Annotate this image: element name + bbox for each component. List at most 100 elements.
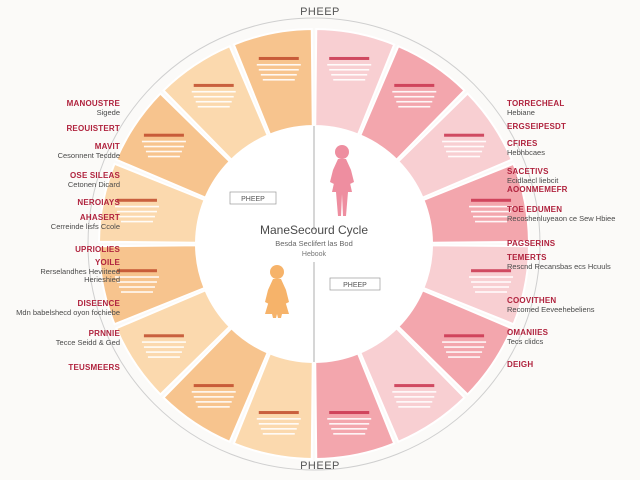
label-heading: DEIGH <box>507 360 534 369</box>
center-disc <box>196 126 432 362</box>
label-heading: OMANIIES <box>507 328 549 337</box>
center-tag-upper-text: PHEEP <box>241 196 265 203</box>
outer-ring <box>87 17 541 471</box>
segment-text-mark <box>392 391 437 393</box>
label-heading: MANOUSTRE <box>66 99 120 108</box>
ring-segment <box>314 352 396 460</box>
segment-text-mark <box>331 428 368 430</box>
diagram-title: ManeSecourd Cycle <box>260 223 368 237</box>
ring-segment <box>162 44 270 162</box>
label-detail: Tecce Seidd & Ged <box>55 337 120 347</box>
segment-text-mark <box>193 396 234 398</box>
segment-text-mark <box>446 150 483 153</box>
segment-text-mark <box>442 140 487 143</box>
segment-text-mark <box>396 100 433 103</box>
segment-text-mark <box>475 220 508 223</box>
segment-text-mark <box>331 73 368 76</box>
segment-text-mark <box>262 78 295 81</box>
ring-segment <box>232 28 314 136</box>
ring-segment <box>422 244 530 326</box>
pink-figure-icon <box>330 145 354 216</box>
segment-heading-mark <box>193 384 234 388</box>
segment-text-mark <box>141 341 186 343</box>
segment-text-mark <box>392 90 437 93</box>
label-heading: TOE EDUMEN <box>507 205 563 214</box>
segment-heading-mark <box>471 198 512 202</box>
segment-heading-mark <box>394 83 435 87</box>
segment-text-mark <box>327 63 372 66</box>
segment-text-mark <box>195 401 232 403</box>
label-detail: Tecs clidcs <box>507 336 544 346</box>
segment-text-mark <box>446 351 483 353</box>
segment-heading-mark <box>394 384 435 388</box>
segment-text-mark <box>442 341 487 343</box>
segment-text-mark <box>256 418 301 420</box>
right-label-item: DEIGH <box>507 360 534 370</box>
right-label-item: PAGSERINS <box>507 239 555 249</box>
segment-heading-mark <box>258 411 299 415</box>
segment-heading-mark <box>258 56 299 60</box>
segment-text-mark <box>469 205 514 208</box>
segment-text-mark <box>333 433 366 435</box>
label-detail: Cetonen Dicard <box>67 179 120 189</box>
left-label-item: NEROIAYS <box>77 198 120 208</box>
label-heading: UPRIOLIES <box>75 245 120 254</box>
segment-text-mark <box>333 78 366 81</box>
segment-text-mark <box>147 356 180 358</box>
segment-text-mark <box>329 423 370 425</box>
label-heading: OSE SILEAS <box>69 171 120 180</box>
segment-text-mark <box>118 215 155 218</box>
label-detail: Hebiane <box>507 107 535 117</box>
ring-segment <box>314 28 396 136</box>
segment-text-mark <box>394 396 435 398</box>
label-heading: DISEENCE <box>77 299 120 308</box>
label-detail: Cerreinde lisfs Ccole <box>50 221 120 231</box>
segment-text-mark <box>473 215 510 218</box>
segment-text-mark <box>197 406 230 408</box>
ring-segment <box>98 162 206 244</box>
segment-text-mark <box>195 100 232 103</box>
ring-segment <box>232 352 314 460</box>
left-label-item: TEUSMEERS <box>68 363 120 373</box>
segment-heading-mark <box>143 334 184 338</box>
center-tag-lower <box>329 277 381 291</box>
right-label-item: AOONMEMEFR <box>507 185 568 195</box>
segment-heading-mark <box>116 269 157 273</box>
diagram-subtitle: Besda Seclifert las Bod <box>275 239 353 248</box>
ring-segment <box>358 44 466 162</box>
label-detail: Rerselandhes Heviiteed Herieshied <box>40 266 120 285</box>
right-label-item: ERGSEIPESDT <box>507 122 566 132</box>
ring-segments <box>87 17 541 471</box>
segment-heading-mark <box>444 334 485 338</box>
segment-text-mark <box>258 68 299 71</box>
segment-heading-mark <box>116 198 157 202</box>
segment-text-mark <box>260 428 297 430</box>
label-detail: Mdn babelshecd oyon fochiebe <box>16 307 120 317</box>
segment-text-mark <box>260 73 297 76</box>
segment-text-mark <box>116 210 157 213</box>
segment-text-mark <box>258 423 299 425</box>
segment-text-mark <box>193 95 234 98</box>
label-heading: AOONMEMEFR <box>507 185 568 194</box>
segment-heading-mark <box>143 133 184 137</box>
segment-text-mark <box>145 351 182 353</box>
segment-text-mark <box>120 220 153 223</box>
label-heading: CFIRES <box>507 139 538 148</box>
segment-text-mark <box>394 95 435 98</box>
left-label-item: REOUISTERT <box>66 124 120 134</box>
segment-text-mark <box>116 281 157 283</box>
segment-text-mark <box>471 281 512 283</box>
label-detail: Recomed Eeveehebeliens <box>507 304 595 314</box>
segment-text-mark <box>143 346 184 348</box>
segment-text-mark <box>143 145 184 148</box>
segment-text-mark <box>118 286 155 288</box>
segment-text-mark <box>191 90 236 93</box>
segment-heading-mark <box>444 133 485 137</box>
